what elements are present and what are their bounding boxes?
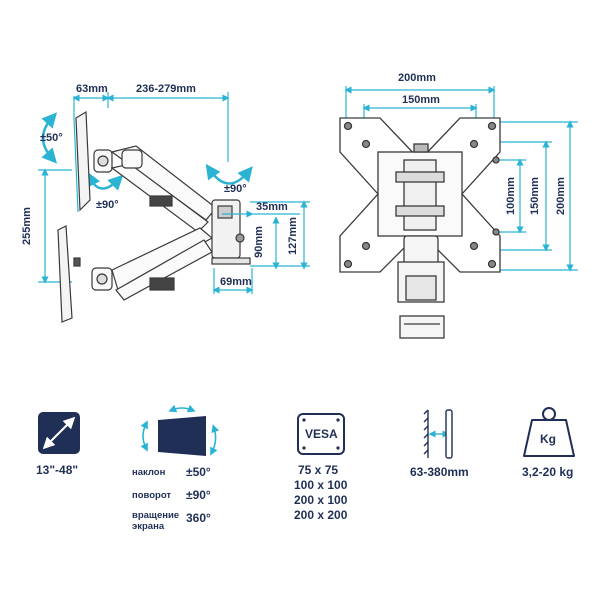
- weight-icon: [523, 407, 575, 457]
- dim-127-label: 127mm: [286, 217, 299, 255]
- monitor-plate-upper: [73, 110, 91, 213]
- upper-arm: [93, 145, 217, 233]
- dim-63-label: 63mm: [76, 83, 108, 95]
- rotation-label-line2: экрана: [132, 521, 165, 532]
- wall-distance-icon: [423, 409, 453, 459]
- tilt-label: наклон: [132, 467, 166, 478]
- mount-dimension-lines: [212, 200, 310, 294]
- vesa-badge-text: VESA: [305, 427, 338, 441]
- dim-255-label: 255mm: [20, 207, 33, 245]
- vesa-size-4: 200 x 200: [294, 508, 348, 522]
- dim-35-label: 35mm: [256, 201, 288, 213]
- tilt-arc-icon: [41, 112, 58, 164]
- weight-value: 3,2-20 kg: [522, 465, 574, 479]
- rotate-arc-arm-icon: [205, 163, 253, 185]
- lower-arm: [91, 227, 214, 301]
- vesa-size-3: 200 x 100: [294, 493, 348, 507]
- tilt-value: ±50°: [186, 465, 211, 479]
- reach-dimension-lines: [72, 92, 230, 162]
- dim-90-label: 90mm: [252, 226, 265, 258]
- vesa-size-2: 100 x 100: [294, 478, 348, 492]
- dim-150-side-label: 150mm: [528, 177, 541, 215]
- screen-size-icon: [38, 412, 80, 454]
- rotate-arc-left-icon: [86, 171, 124, 191]
- dim-150-top-label: 150mm: [402, 94, 440, 106]
- swivel-label: поворот: [132, 490, 172, 501]
- front-arm-mount: [397, 235, 445, 339]
- swivel-value: ±90°: [186, 488, 211, 502]
- wall-mount: [211, 199, 251, 265]
- dim-100-side-label: 100mm: [504, 177, 517, 215]
- dim-69-label: 69mm: [220, 276, 252, 288]
- dim-200-top-label: 200mm: [398, 72, 436, 84]
- rotation-label-line1: вращение: [132, 510, 180, 521]
- vesa-size-1: 75 x 75: [298, 463, 339, 477]
- dim-rot-left-label: ±90°: [96, 199, 119, 211]
- dim-200-side-label: 200mm: [554, 177, 567, 215]
- dim-rot-arm-label: ±90°: [224, 183, 247, 195]
- monitor-plate-lower: [57, 225, 81, 323]
- dim-tilt-label: ±50°: [40, 132, 63, 144]
- front-view-dimension-lines: [344, 86, 578, 272]
- vesa-icon: [297, 413, 345, 455]
- weight-badge-text: Kg: [540, 432, 556, 446]
- monitor-motion-icon: [140, 404, 220, 456]
- screen-size-value: 13"-48": [36, 463, 79, 477]
- wall-distance-value: 63-380mm: [410, 465, 469, 479]
- dim-reach-label: 236-279mm: [136, 83, 196, 95]
- rotation-value: 360°: [186, 511, 211, 525]
- vesa-plate: [339, 117, 501, 273]
